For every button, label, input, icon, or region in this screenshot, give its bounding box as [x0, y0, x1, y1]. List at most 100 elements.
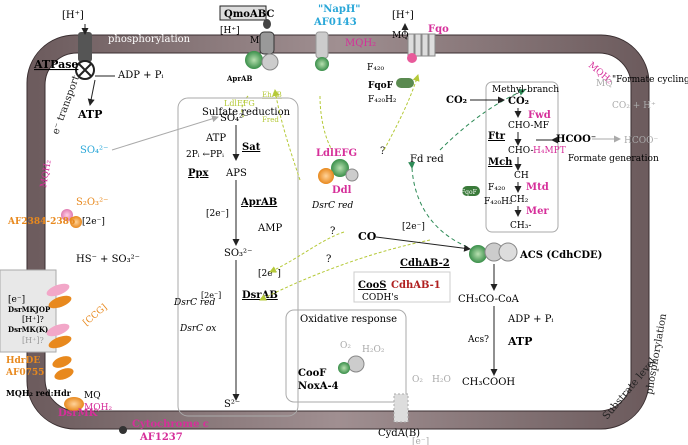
noxa-green-icon	[338, 362, 350, 374]
methyl-branch-box	[485, 81, 559, 233]
dsrmk-label: DsrMK	[58, 408, 98, 419]
oxidative-title: Oxidative response	[300, 314, 397, 325]
e-transport-label: e⁻ transport	[50, 74, 82, 136]
co2-outside: CO₂	[446, 95, 467, 106]
cytochrome-dot-icon	[119, 426, 127, 434]
cell-membrane	[26, 34, 650, 430]
e2-sulfate: [2e⁻]	[206, 209, 229, 219]
mch-label: Mch	[488, 157, 513, 168]
dsrc-ox-label: DsrC ox	[179, 324, 216, 334]
h-plus-q2: [H⁺]?	[22, 336, 44, 345]
fqof-top-icon	[396, 78, 414, 88]
fred-label: Fd red	[410, 154, 444, 165]
af0755-label: AF0755	[5, 368, 44, 378]
fred-small-label: Fred	[262, 116, 279, 124]
so3-label: SO₃²⁻	[224, 248, 252, 259]
qmo-membrane-icon	[259, 31, 275, 55]
hs-so3-label: HS⁻ + SO₃²⁻	[76, 254, 140, 265]
mqh2-red-hdr: MQH₂ red:Hdr	[6, 388, 72, 398]
h-plus-q1: [H⁺]?	[22, 315, 44, 324]
atp-label: ATP	[77, 108, 102, 121]
fwd-label: Fwd	[528, 110, 551, 121]
hcoo-outside: HCOO⁻	[624, 136, 658, 146]
so4-outside: SO₄²⁻	[80, 145, 108, 156]
h2o2-ox: H₂O₂	[362, 345, 385, 355]
formate-cycling-label: "Formate cycling?"	[612, 75, 688, 85]
dsrmkjop-label: DsrMKJOP	[8, 305, 51, 314]
codhs-label: CODH's	[362, 293, 399, 303]
hdrde-label: HdrDE	[6, 356, 40, 366]
phosphorylation-label: phosphorylation	[108, 34, 191, 45]
adp-pi-acs: ADP + Pᵢ	[507, 314, 553, 325]
qmoabc-label: QmoABC	[224, 9, 274, 20]
co-label: CO	[358, 230, 377, 243]
ch2-label: CH₂	[510, 195, 529, 205]
formate-generation-label: Formate generation	[568, 154, 659, 164]
ppi-label: 2Pᵢ ←PPᵢ	[186, 150, 224, 160]
cho-label: CHO-	[508, 146, 533, 156]
aprab-label: AprAB	[240, 197, 277, 208]
o2-ox: O₂	[340, 341, 351, 351]
fqof-middle-label: FqoF	[461, 189, 477, 196]
sat-label: Sat	[242, 142, 261, 153]
codh-box	[353, 271, 451, 303]
ldlefg-green-icon	[331, 159, 349, 177]
h-plus-right: [H⁺]	[392, 10, 414, 21]
methyl-branch-title: Methyl-branch	[492, 85, 559, 95]
dsrc-red-middle: DsrC red	[311, 201, 354, 211]
dsrab-label: DsrAB	[242, 290, 278, 301]
cyda-label: CydA(B)	[378, 428, 420, 439]
coof-label: CooF	[298, 368, 326, 379]
ldlefg-label: LdlEFG	[316, 148, 357, 159]
mq-side: MQ	[596, 79, 613, 89]
ch3-label: CH₃-	[510, 221, 531, 231]
cdhab1-label: CdhAB-1	[391, 280, 441, 291]
e2-middle: [2e⁻]	[402, 222, 425, 232]
ldlefg-grey-icon	[345, 168, 359, 182]
h2o-cyda: H₂O	[432, 375, 451, 385]
h-plus-left: [H⁺]	[62, 10, 84, 21]
mq-right: MQ	[392, 31, 409, 41]
noxa4-label: NoxA-4	[298, 381, 339, 392]
e-minus-cyda: [e⁻]	[412, 437, 429, 445]
h-plus-qmo: [H⁺]	[220, 26, 240, 36]
naph-membrane-icon	[315, 31, 329, 59]
af0143-label: AF0143	[313, 17, 357, 28]
acs-question: Acs?	[467, 335, 489, 345]
mer-label: Mer	[526, 206, 549, 217]
so4-inside: SO₄²⁻	[220, 113, 248, 124]
mq-bottom: MQ	[84, 391, 101, 401]
e2b-sulfate: [2e⁻]	[258, 269, 281, 279]
fqof-top-label: FqoF	[368, 81, 394, 91]
cyda-membrane-icon	[393, 393, 409, 423]
dsr-complex-icons	[46, 283, 72, 349]
mqh2-top: MQH₂	[345, 38, 376, 49]
adp-pi-label: ADP + Pᵢ	[117, 70, 163, 81]
co2-h-label: CO₂ + H⁺	[612, 101, 656, 111]
fqof-middle-icon	[462, 186, 480, 196]
dsrmkjop-box	[0, 269, 57, 353]
e2c-sulfate: [2e⁻]	[201, 291, 221, 300]
ccg-label: [CCG]	[82, 303, 110, 329]
h4mpt-label: H₄MPT	[533, 146, 566, 156]
acs-complex-icon	[469, 242, 518, 263]
cdhab2-label: CdhAB-2	[400, 258, 450, 269]
af2384-orange-icon	[70, 216, 82, 228]
atpase-complex	[75, 32, 95, 80]
qmo-grey-complex-icon	[261, 53, 279, 71]
af2384-pink-icon	[61, 209, 73, 221]
s2-label: S²⁻	[224, 399, 240, 410]
question-3: ?	[326, 254, 331, 265]
sulfate-reduction-title: Sulfate reduction	[202, 107, 291, 118]
question-1: ?	[380, 146, 385, 157]
ch-label: CH	[514, 171, 529, 181]
amp-label: AMP	[257, 223, 282, 234]
naph-label: "NapH"	[318, 4, 360, 15]
f420h2-middle: F₄₂₀H₂	[484, 197, 513, 207]
atpase-label: ATPase	[33, 58, 78, 71]
qmo-cap-icon	[263, 19, 271, 29]
f420h2-top: F₄₂₀H₂	[368, 95, 397, 105]
cho-mf-label: CHO-MF	[508, 121, 549, 131]
af2384-label: AF2384-2386	[7, 217, 75, 227]
noxa-grey-icon	[347, 355, 365, 373]
